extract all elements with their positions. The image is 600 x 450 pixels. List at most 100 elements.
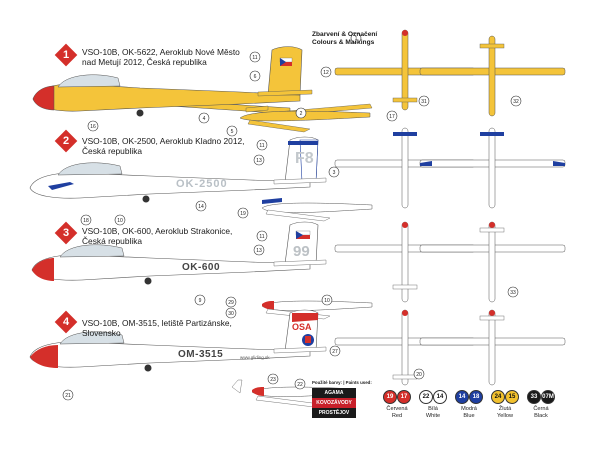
callout-number: 33: [510, 290, 516, 296]
scheme-4-side-view: [29, 309, 327, 372]
callout-marker: 11: [256, 230, 268, 242]
callout-number: 31: [421, 99, 427, 105]
scheme-1-side-view: [32, 46, 313, 117]
callout-number: 23: [270, 377, 276, 383]
callout-number: 13: [256, 158, 262, 164]
callout-marker: 33: [507, 286, 519, 298]
callout-marker: 27: [329, 345, 341, 357]
scheme-3-bottom-view: [419, 221, 566, 303]
callout-number: 14: [198, 204, 204, 210]
callout-marker: 9: [194, 294, 206, 306]
callout-marker: 22: [294, 378, 306, 390]
callout-number: 1: [355, 36, 358, 42]
scheme-3-side-view: [31, 221, 327, 285]
scheme-2-side-view: [29, 136, 327, 203]
scheme-2-top-view: [334, 127, 476, 209]
callout-marker: 1: [350, 32, 362, 44]
callout-marker: 23: [267, 373, 279, 385]
callout-number: 5: [231, 129, 234, 135]
callout-number: 17: [389, 114, 395, 120]
paint-swatch-chip: 14: [455, 390, 469, 404]
callout-marker: 10: [114, 214, 126, 226]
callout-number: 4: [203, 116, 206, 122]
scheme-3-number: 3: [62, 227, 70, 239]
scheme-1-wing-view: [239, 103, 373, 133]
callout-number: 10: [324, 298, 330, 304]
scheme-1-title: VSO-10B, OK-5622, Aeroklub Nové Město na…: [82, 47, 240, 67]
callout-marker: 4: [198, 112, 210, 124]
paint-swatch-chip: 19: [383, 390, 397, 404]
scheme-2-registration: OK-2500: [176, 178, 228, 190]
callout-number: 27: [332, 349, 338, 355]
scheme-3-registration: OK-600: [182, 262, 221, 273]
scheme-4-website: www.gliding.sk: [240, 355, 270, 360]
callout-number: 22: [297, 382, 303, 388]
callout-number: 9: [199, 298, 202, 304]
callout-marker: 17: [386, 110, 398, 122]
scheme-1-number: 1: [62, 49, 70, 61]
paint-swatch-chip: 24: [491, 390, 505, 404]
callout-marker: 12: [320, 66, 332, 78]
callout-number: 16: [90, 124, 96, 130]
scheme-2-title: VSO-10B, OK-2500, Aeroklub Kladno 2012, …: [82, 136, 245, 156]
callout-number: 10: [117, 218, 123, 224]
callout-marker: 11: [249, 51, 261, 63]
callout-marker: 21: [62, 389, 74, 401]
scheme-4-registration: OM-3515: [178, 349, 224, 360]
callout-marker: 31: [418, 95, 430, 107]
callout-number: 32: [513, 99, 519, 105]
callout-marker: 32: [510, 95, 522, 107]
callout-number: 19: [240, 211, 246, 217]
callout-marker: 20: [413, 368, 425, 380]
callout-number: 13: [256, 248, 262, 254]
scheme-4-title: VSO-10B, OM-3515, letiště Partizánske, S…: [82, 318, 232, 338]
paint-swatch-chip: 33: [527, 390, 541, 404]
callout-marker: 11: [256, 139, 268, 151]
paint-swatch-chip: 17: [397, 390, 411, 404]
paint-swatch-chip: 14: [433, 390, 447, 404]
paint-swatch-chip: 22: [419, 390, 433, 404]
paint-swatch-chip: 07M: [541, 390, 555, 404]
callout-number: 20: [416, 372, 422, 378]
brand-agama: AGAMA: [324, 390, 344, 396]
scheme-1-bottom-view: [419, 35, 566, 117]
callout-number: 29: [228, 300, 234, 306]
callout-marker: 18: [80, 214, 92, 226]
callout-number: 6: [254, 74, 257, 80]
scheme-2-wing-view: [261, 198, 373, 222]
callout-number: 11: [259, 143, 264, 149]
callout-number: 3: [333, 170, 336, 176]
callout-number: 30: [228, 311, 234, 317]
callout-marker: 13: [253, 154, 265, 166]
paint-swatch-chip: 15: [505, 390, 519, 404]
scheme-3-tail-code: 99: [293, 243, 310, 260]
scheme-4-number: 4: [62, 316, 70, 328]
callout-marker: 5: [226, 125, 238, 137]
callout-marker: 30: [225, 307, 237, 319]
callout-number: 2: [300, 111, 303, 117]
scheme-2-bottom-view: [419, 127, 566, 209]
scheme-4-top-view: [334, 309, 476, 386]
callout-marker: 2: [295, 107, 307, 119]
scheme-3-title: VSO-10B, OK-600, Aeroklub Strakonice, Če…: [82, 226, 233, 246]
colours-markings-title: Zbarvení & Označení Colours & Markings: [312, 31, 378, 46]
scheme-2-tail-code: F8: [295, 150, 314, 167]
callout-number: 12: [323, 70, 329, 76]
callout-marker: 14: [195, 200, 207, 212]
callout-marker: 3: [328, 166, 340, 178]
callout-marker: 19: [237, 207, 249, 219]
callout-marker: 29: [225, 296, 237, 308]
scheme-3-top-view: [334, 221, 476, 303]
callout-marker: 16: [87, 120, 99, 132]
scheme-4-bottom-view: [419, 309, 566, 386]
scheme-4-tail-code: OSA: [292, 322, 312, 332]
callout-marker: 13: [253, 244, 265, 256]
